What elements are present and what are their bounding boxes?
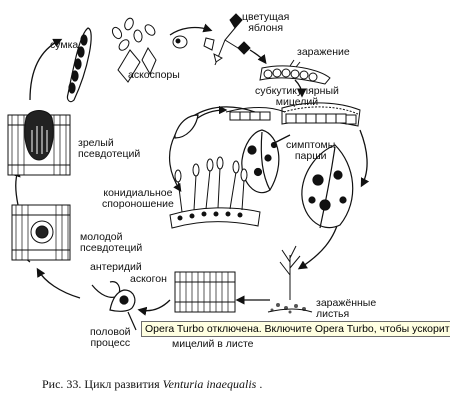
label-blooming-apple: цветущая яблоня (242, 11, 290, 34)
label-young-pseudothecium: молодой псевдотеций (80, 231, 143, 254)
mycelium-in-leaf (174, 271, 236, 313)
label-scab-symptoms: симптомы парши (286, 139, 336, 162)
ascospores-cluster (111, 17, 188, 83)
label-sac: сумка (50, 39, 79, 51)
conidium (174, 114, 199, 139)
opera-turbo-tooltip: Opera Turbo отключена. Включите Opera Tu… (141, 321, 450, 337)
scab-leaf (241, 129, 280, 194)
mature-pseudothecium (7, 110, 71, 176)
label-ascospores: аскоспоры (128, 69, 180, 81)
caption-species: Venturia inaequalis (162, 377, 257, 391)
infected-large-leaf (301, 144, 354, 229)
conidial-sporulation (169, 156, 261, 229)
label-antheridium: антеридий (90, 261, 142, 273)
label-infection: заражение (297, 46, 350, 58)
caption-suffix: . (256, 377, 263, 391)
life-cycle-diagram (7, 13, 370, 331)
apple-blossom (203, 13, 251, 66)
young-pseudothecium (11, 204, 71, 261)
figure-caption: Рис. 33. Цикл развития Venturia inaequal… (42, 377, 262, 392)
label-conidial-sporulation: конидиальное спороношение (102, 187, 174, 210)
subcuticular-mycelium (225, 102, 361, 127)
label-ascogonium: аскогон (130, 273, 167, 285)
label-sexual-process: половой процесс (90, 326, 131, 349)
caption-prefix: Рис. 33. Цикл развития (42, 377, 160, 391)
label-subcuticular-mycelium: субкутикулярный мицелий (255, 85, 339, 108)
label-mature-pseudothecium: зрелый псевдотеций (78, 137, 141, 160)
sexual-process (91, 281, 137, 331)
label-mycelium-in-leaf: мицелий в листе (172, 338, 254, 350)
ascus-sac (66, 27, 92, 103)
tree-with-fallen-leaves (267, 245, 313, 314)
infection-leaf (259, 59, 331, 85)
